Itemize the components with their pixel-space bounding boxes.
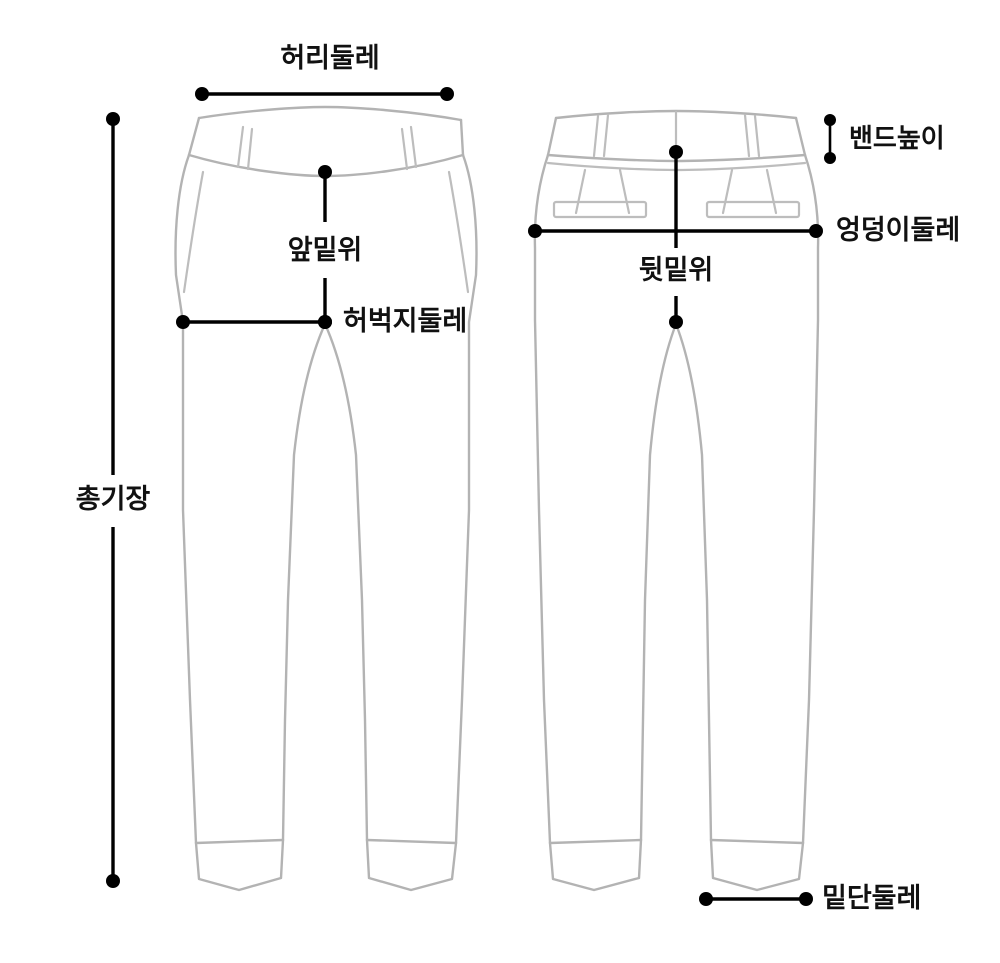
measurement-thigh: 허벅지둘레	[176, 306, 467, 336]
label-front-rise: 앞밑위	[288, 235, 363, 265]
measurement-hip: 엉덩이둘레	[528, 215, 960, 245]
measurement-back-rise: 뒷밑위	[639, 145, 714, 329]
label-thigh: 허벅지둘레	[343, 306, 467, 336]
measurement-band-height: 밴드높이	[824, 114, 945, 164]
front-view-garment	[174, 105, 478, 892]
label-hip: 엉덩이둘레	[836, 215, 960, 245]
measurement-waist: 허리둘레	[195, 43, 454, 101]
label-hem: 밑단둘레	[822, 883, 921, 913]
back-view-garment	[533, 109, 820, 892]
label-back-rise: 뒷밑위	[639, 255, 714, 285]
measurement-hem: 밑단둘레	[699, 883, 921, 913]
measurement-front-rise: 앞밑위	[288, 165, 363, 329]
label-band-height: 밴드높이	[849, 123, 945, 153]
label-waist: 허리둘레	[280, 43, 379, 73]
measurement-total-length: 총기장	[76, 112, 151, 888]
label-total-length: 총기장	[76, 484, 151, 514]
